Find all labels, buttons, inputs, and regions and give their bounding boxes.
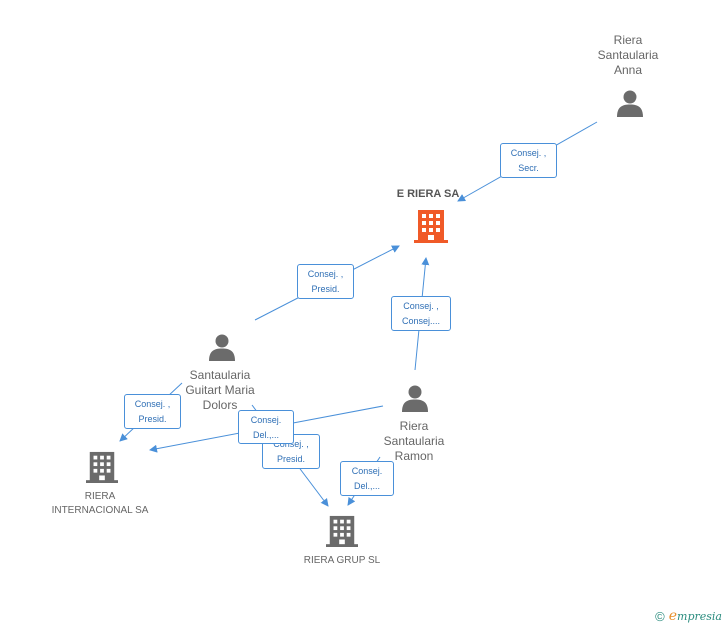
edge-label-maria-eriera[interactable]: Consej. , Presid. — [297, 264, 354, 299]
building-icon[interactable] — [86, 450, 118, 484]
edge-label-ramon-grup[interactable]: Consej. Del.,... — [340, 461, 394, 496]
person-icon[interactable] — [400, 383, 430, 413]
building-icon[interactable] — [414, 208, 448, 244]
person-icon[interactable] — [615, 88, 645, 118]
copyright-icon: © — [655, 608, 665, 624]
empresia-logo[interactable]: empresia — [668, 608, 722, 624]
node-label-riera-internacional[interactable]: RIERA INTERNACIONAL SA — [51, 491, 149, 516]
footer-brand: © empresia — [655, 608, 722, 624]
node-label-e-riera-sa[interactable]: E RIERA SA — [396, 188, 460, 200]
node-label-ramon[interactable]: Riera Santaularia Ramon — [383, 419, 445, 463]
person-icon[interactable] — [207, 332, 237, 362]
building-icon[interactable] — [326, 514, 358, 548]
node-label-anna[interactable]: Riera Santaularia Anna — [597, 33, 659, 77]
node-label-maria[interactable]: Santaularia Guitart Maria Dolors — [185, 368, 255, 412]
edge-label-ramon-internacional[interactable]: Consej. Del.,... — [238, 410, 294, 444]
edge-label-anna-eriera[interactable]: Consej. , Secr. — [500, 143, 557, 178]
edge-label-maria-internacional[interactable]: Consej. , Presid. — [124, 394, 181, 429]
edge-label-ramon-eriera[interactable]: Consej. , Consej.... — [391, 296, 451, 331]
node-label-riera-grup[interactable]: RIERA GRUP SL — [303, 555, 381, 566]
